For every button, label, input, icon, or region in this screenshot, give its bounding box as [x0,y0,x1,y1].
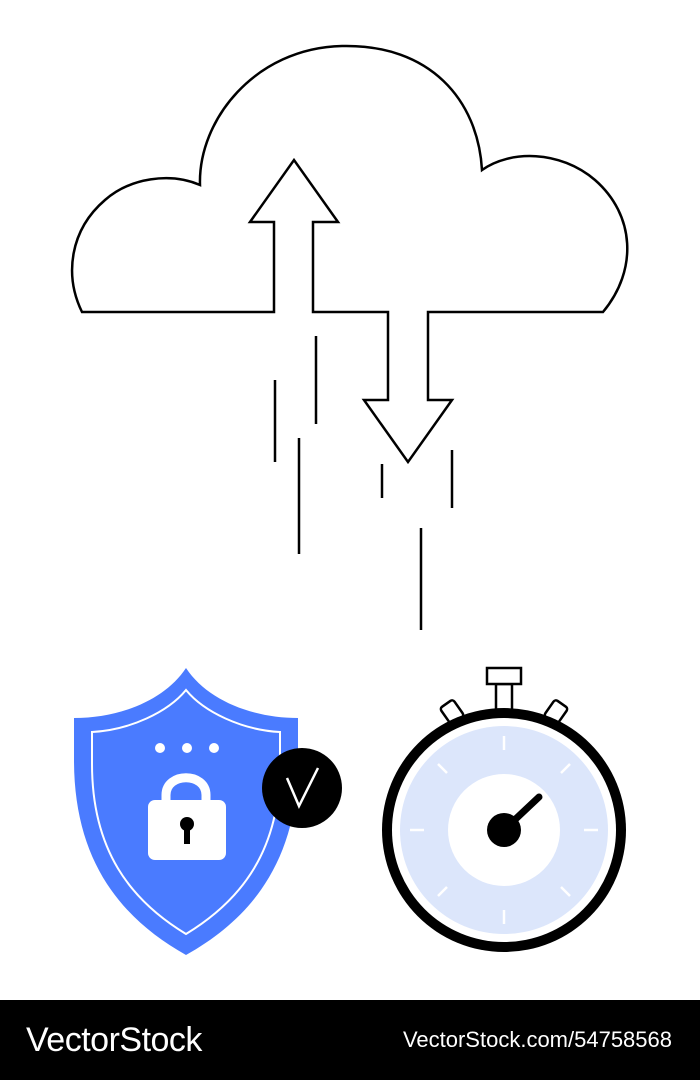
footer-bar: VectorStock VectorStock.com/54758568 [0,1000,700,1080]
motion-lines [273,336,454,630]
checkmark-icon [262,748,342,828]
brand-wordmark: VectorStock [26,1020,202,1059]
stock-id-label: VectorStock.com/54758568 [402,1027,672,1052]
padlock-icon [148,773,226,860]
cloud-security-illustration [70,44,629,955]
cloud-icon [70,44,629,465]
stopwatch-icon [382,666,626,952]
